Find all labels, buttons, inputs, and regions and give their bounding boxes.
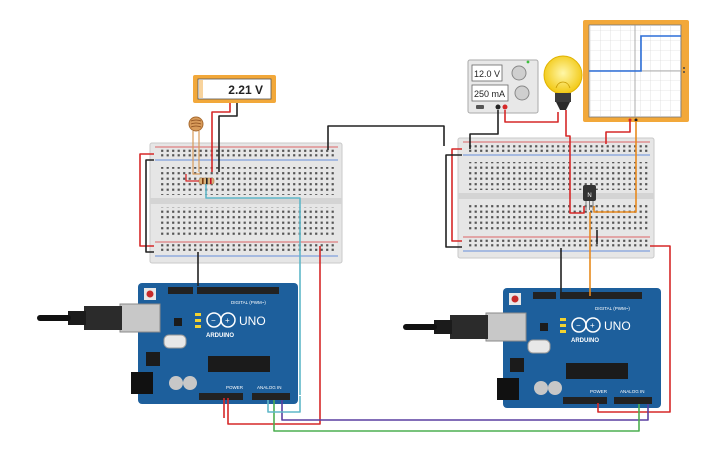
wire-red-psu [504, 110, 559, 123]
svg-text:+: + [590, 321, 595, 330]
svg-text:−: − [576, 321, 581, 330]
wire-black-bridge [327, 125, 445, 150]
arduino-left-logo: UNO [239, 314, 266, 328]
transistor [583, 185, 596, 210]
light-bulb-icon[interactable] [543, 55, 583, 110]
wire-orange-scope [593, 121, 637, 213]
oscilloscope-trace [589, 35, 681, 72]
breadboard-right [457, 137, 655, 259]
arduino-right-power-label: POWER [590, 389, 608, 394]
photoresistor [188, 116, 204, 132]
wire-black-meter [218, 103, 238, 172]
wire-red-scope [605, 121, 631, 144]
wire-red-meter [211, 103, 231, 172]
wire-black-left-rail [145, 159, 154, 253]
power-supply-current: 250 mA [474, 89, 505, 99]
wire-purple-long [281, 400, 649, 421]
multimeter-reading: 2.21 V [228, 83, 263, 97]
arduino-left-analog-label: ANALOG IN [257, 385, 282, 390]
svg-text:−: − [211, 316, 216, 325]
arduino-left[interactable]: − + [131, 283, 298, 404]
wire-red-ldr [185, 174, 199, 182]
arduino-right-digital-label: DIGITAL (PWM~) [595, 306, 630, 311]
wire-green-long [273, 400, 640, 432]
wires [139, 103, 671, 432]
wire-red-left-rail [139, 153, 154, 247]
breadboard-left [149, 142, 343, 264]
multimeter[interactable] [193, 75, 276, 103]
arduino-left-power-label: POWER [226, 385, 244, 390]
power-supply-voltage: 12.0 V [474, 69, 500, 79]
usb-plug-icon[interactable] [37, 303, 161, 333]
transistor-label: N [587, 193, 591, 199]
resistor [198, 177, 215, 185]
arduino-right-brand: ARDUINO [571, 338, 599, 344]
wire-cyan-analog [205, 184, 301, 395]
power-supply[interactable] [467, 59, 539, 114]
arduino-left-digital-label: DIGITAL (PWM~) [231, 300, 266, 305]
usb-plug-icon[interactable] [403, 312, 527, 342]
arduino-left-brand: ARDUINO [206, 333, 234, 339]
svg-text:+: + [225, 316, 230, 325]
oscilloscope[interactable] [583, 20, 689, 122]
arduino-right-logo: UNO [604, 319, 631, 333]
arduino-right-analog-label: ANALOG IN [620, 389, 645, 394]
arduino-right[interactable]: − + [497, 288, 661, 408]
